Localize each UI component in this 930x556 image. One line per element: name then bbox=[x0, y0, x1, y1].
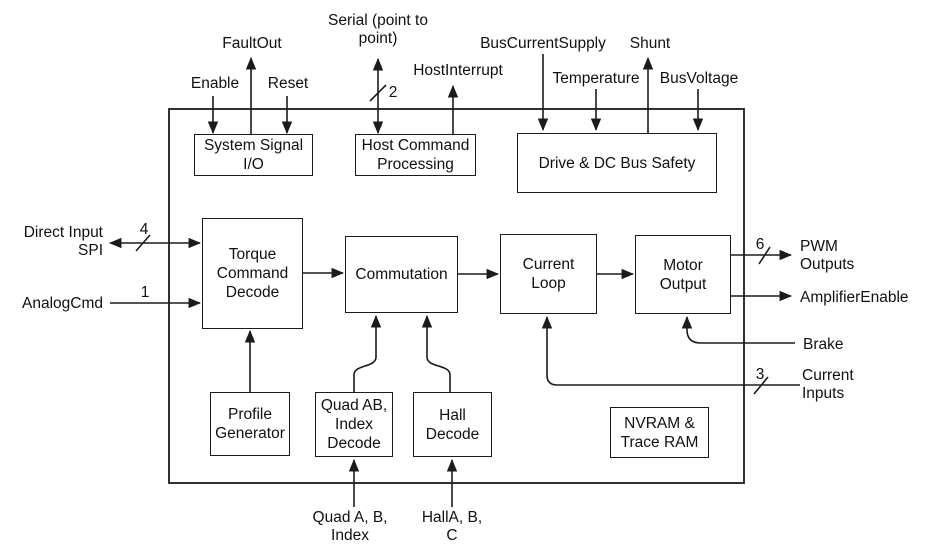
label-amplifierenable: AmplifierEnable bbox=[800, 289, 909, 306]
label-shunt: Shunt bbox=[629, 35, 671, 52]
bus-width-current: 3 bbox=[755, 366, 765, 383]
box-profile-generator: Profile Generator bbox=[210, 392, 290, 456]
label-brake: Brake bbox=[803, 336, 844, 353]
label-serial: Serial (point to point) bbox=[328, 12, 428, 47]
box-drive-dc-bus-safety: Drive & DC Bus Safety bbox=[517, 133, 717, 193]
label-temperature: Temperature bbox=[552, 70, 640, 87]
label-pwm-outputs: PWM Outputs bbox=[800, 238, 855, 273]
label-quad-abi: Quad A, B, Index bbox=[312, 509, 388, 544]
label-busvoltage: BusVoltage bbox=[659, 70, 739, 87]
box-hall-decode: Hall Decode bbox=[413, 392, 492, 457]
label-direct-input-spi: Direct Input SPI bbox=[23, 224, 103, 259]
label-reset: Reset bbox=[267, 75, 309, 92]
label-current-inputs: Current Inputs bbox=[802, 367, 854, 402]
brake-arrow bbox=[681, 315, 795, 344]
bus-width-spi: 4 bbox=[139, 221, 149, 238]
box-torque-command-decode: Torque Command Decode bbox=[202, 218, 303, 329]
bus-width-analog: 1 bbox=[140, 284, 150, 301]
current-inputs-arrow bbox=[541, 315, 800, 386]
quadab-to-commutation-arrow bbox=[353, 314, 382, 392]
current-bus-slash bbox=[753, 376, 769, 395]
bus-width-pwm: 6 bbox=[755, 236, 765, 253]
box-commutation: Commutation bbox=[345, 236, 458, 313]
spi-bus-slash bbox=[135, 234, 151, 252]
hall-to-commutation-arrow bbox=[421, 314, 451, 392]
box-motor-output: Motor Output bbox=[635, 235, 731, 314]
pwm-bus-slash bbox=[758, 246, 771, 265]
label-hostinterrupt: HostInterrupt bbox=[413, 62, 503, 79]
label-hall-abc: HallA, B, C bbox=[421, 509, 483, 544]
box-nvram-trace-ram: NVRAM & Trace RAM bbox=[610, 407, 709, 458]
label-faultout: FaultOut bbox=[222, 35, 282, 52]
serial-bus-slash bbox=[369, 84, 387, 102]
box-quad-ab-index-decode: Quad AB, Index Decode bbox=[315, 392, 393, 457]
bus-width-serial: 2 bbox=[388, 84, 398, 101]
box-current-loop: Current Loop bbox=[500, 234, 597, 314]
label-enable: Enable bbox=[190, 75, 240, 92]
box-host-command-processing: Host Command Processing bbox=[355, 134, 476, 176]
label-buscurrentsupply: BusCurrentSupply bbox=[480, 35, 606, 52]
box-system-signal-io: System Signal I/O bbox=[194, 134, 313, 176]
label-analogcmd: AnalogCmd bbox=[22, 295, 103, 312]
